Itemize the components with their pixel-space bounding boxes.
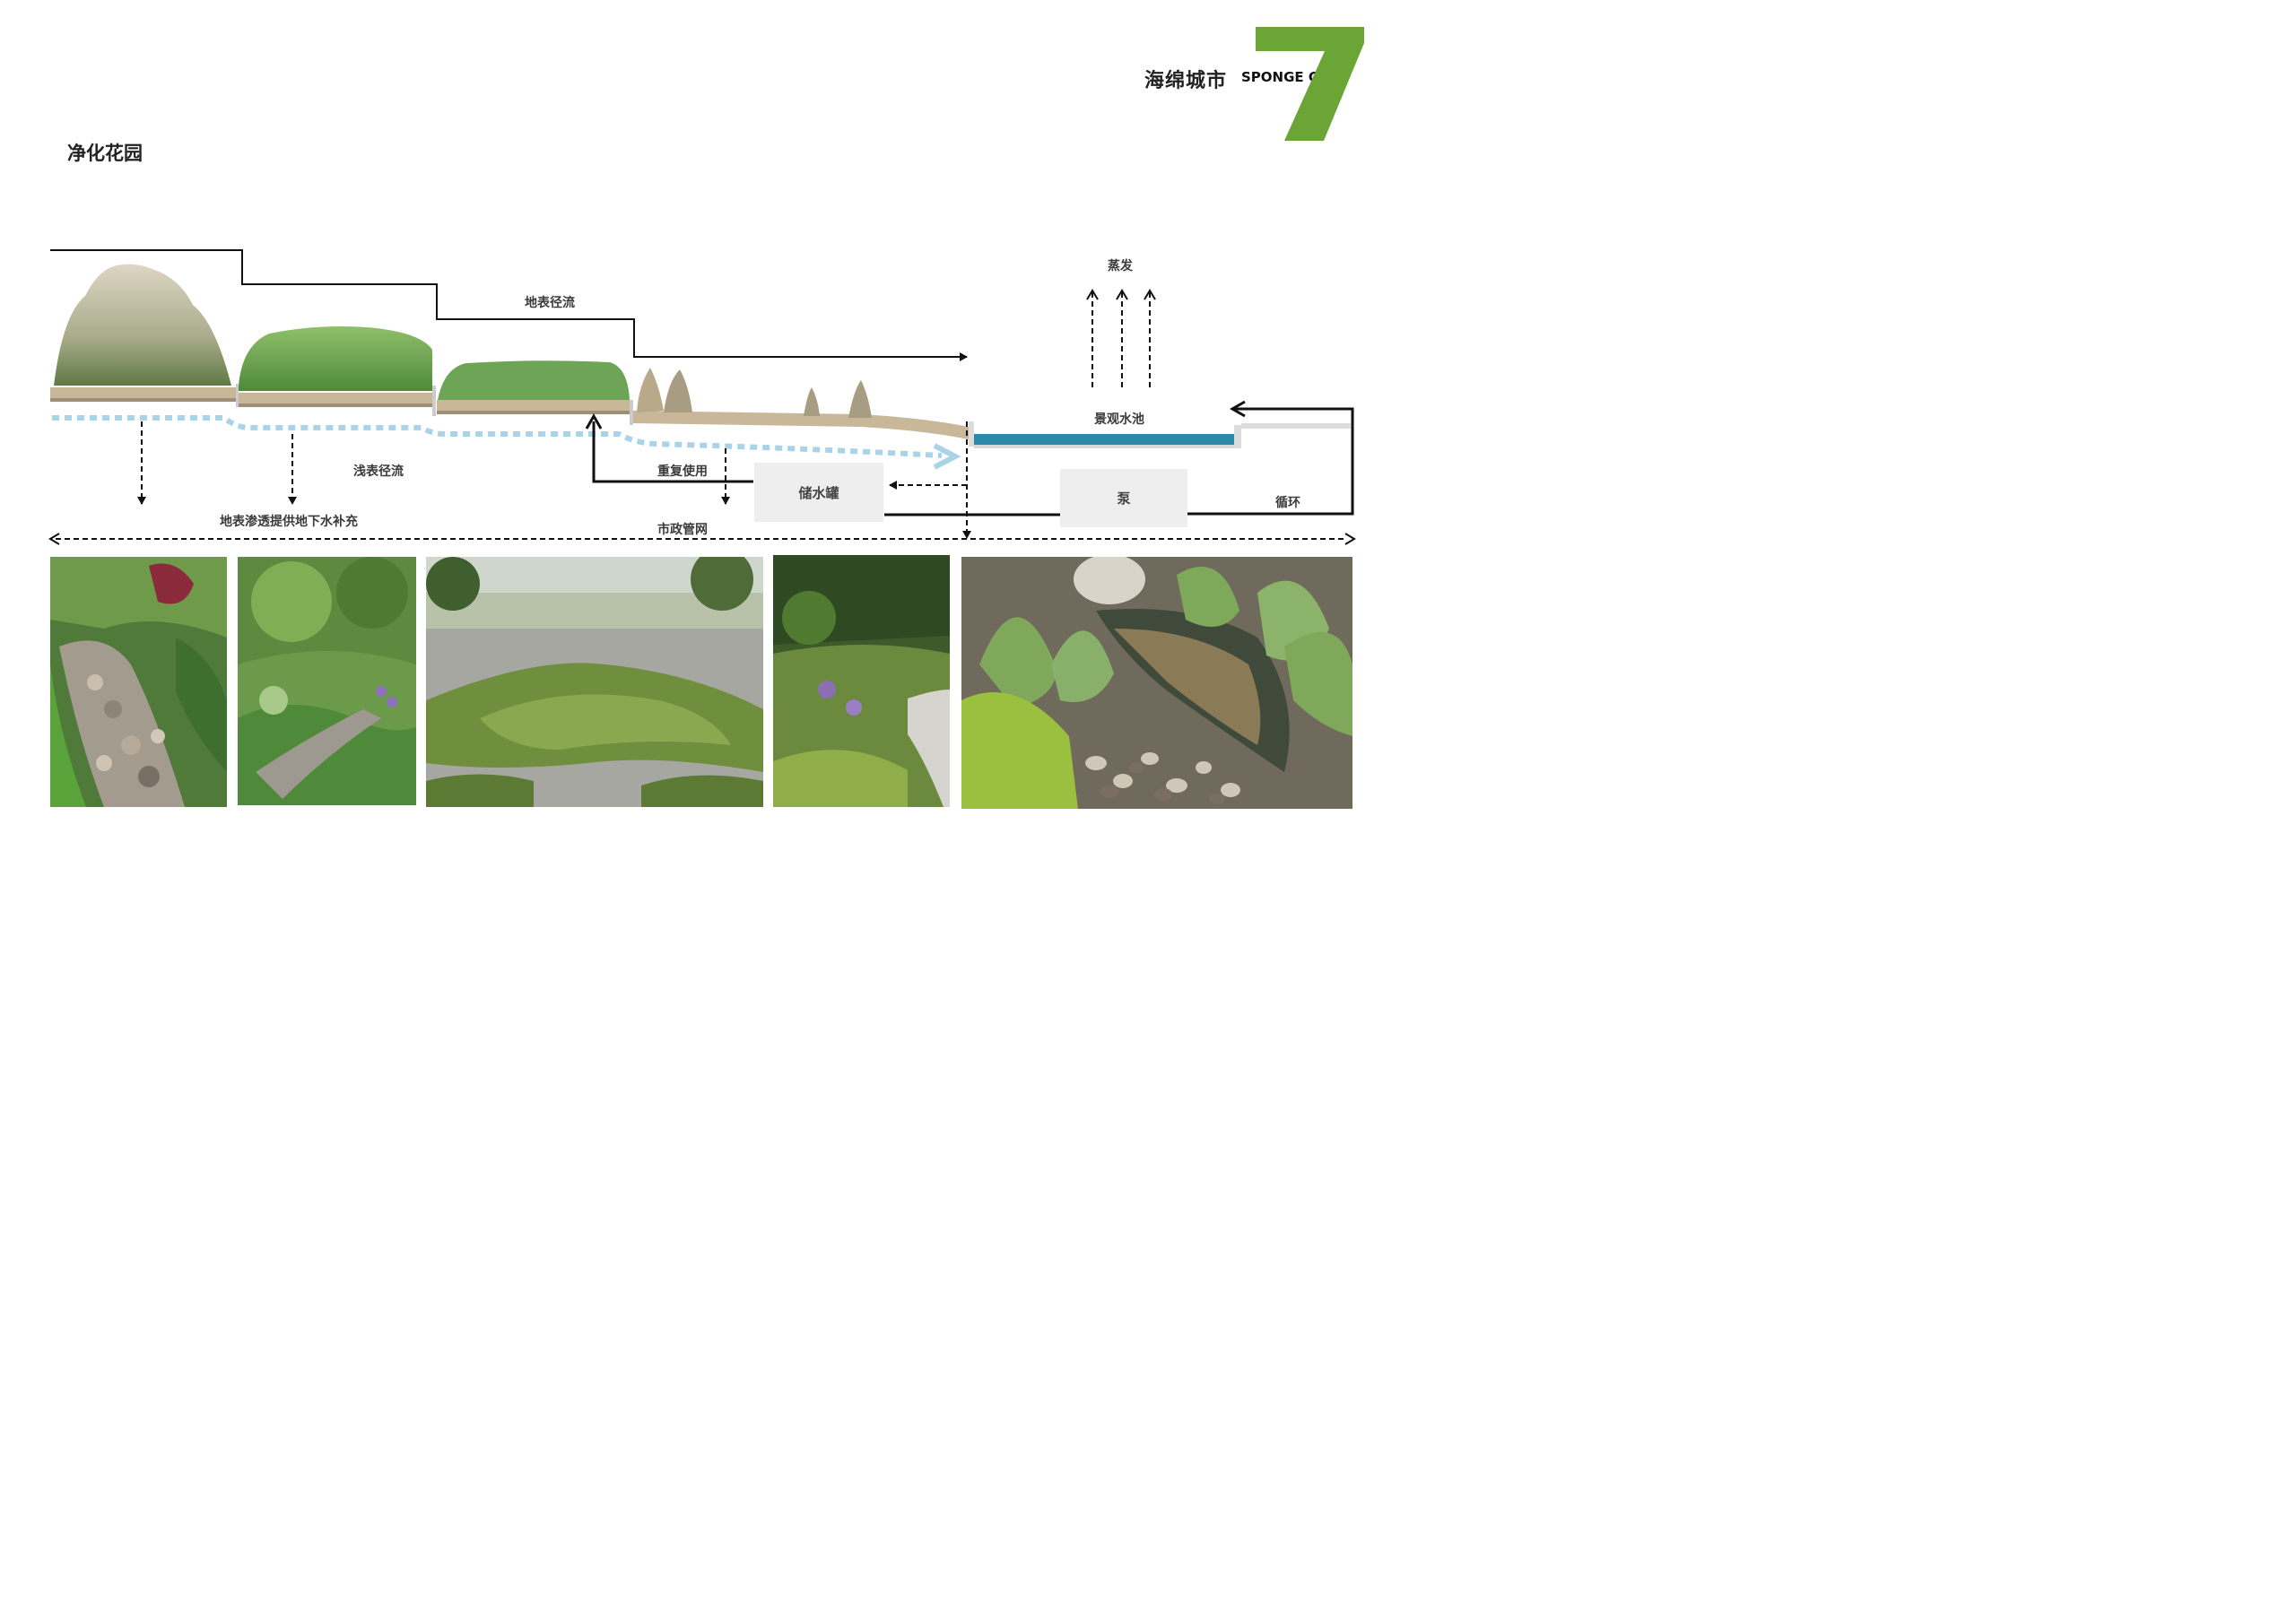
pool-wall-left [969,421,974,447]
circulation-arrowhead [1229,400,1246,418]
pebble-stream-grasses-photo [961,557,1352,809]
circulation-label: 循环 [1275,496,1300,510]
municipal-arrow-right [1344,533,1356,545]
storage-tank-box: 储水罐 [754,463,883,522]
vegetation [54,264,872,418]
circulation-loop [1187,407,1354,516]
header-title-cn: 海绵城市 [1144,70,1228,92]
section-diagram [48,249,1356,545]
sponge-city-page: 海绵城市 SPONGE CITY 净化花园 [0,0,1406,994]
shallow-runoff-label: 浅表径流 [353,464,404,479]
pump-box: 泵 [1060,469,1187,527]
infiltration-label: 地表渗透提供地下水补充 [220,515,358,529]
pool-deck [1241,423,1351,429]
meadow-planting-path-photo [773,555,950,807]
reuse-arrow [592,421,753,483]
shallow-runoff-arrowhead [933,443,961,470]
reuse-label: 重复使用 [657,464,708,479]
section-title: 净化花园 [67,143,143,164]
municipal-arrow-left [48,533,60,545]
evaporation-label: 蒸发 [1108,259,1133,273]
ornamental-grass-garden-photo [426,557,763,807]
reuse-arrowhead [585,412,603,430]
garden-dry-creek-photo [238,557,416,805]
surface-runoff-label: 地表径流 [525,296,575,310]
rain-garden-stone-channel-photo [50,557,227,807]
landscape-pool-label: 景观水池 [1094,412,1144,427]
pool-wall-right [1234,425,1241,448]
shallow-runoff-flow [52,415,943,458]
terrace-soil [50,384,969,439]
municipal-network-label: 市政管网 [657,523,708,537]
pool-floor [974,445,1239,448]
surface-runoff-line [50,249,968,361]
landscape-pool-water [974,434,1234,445]
